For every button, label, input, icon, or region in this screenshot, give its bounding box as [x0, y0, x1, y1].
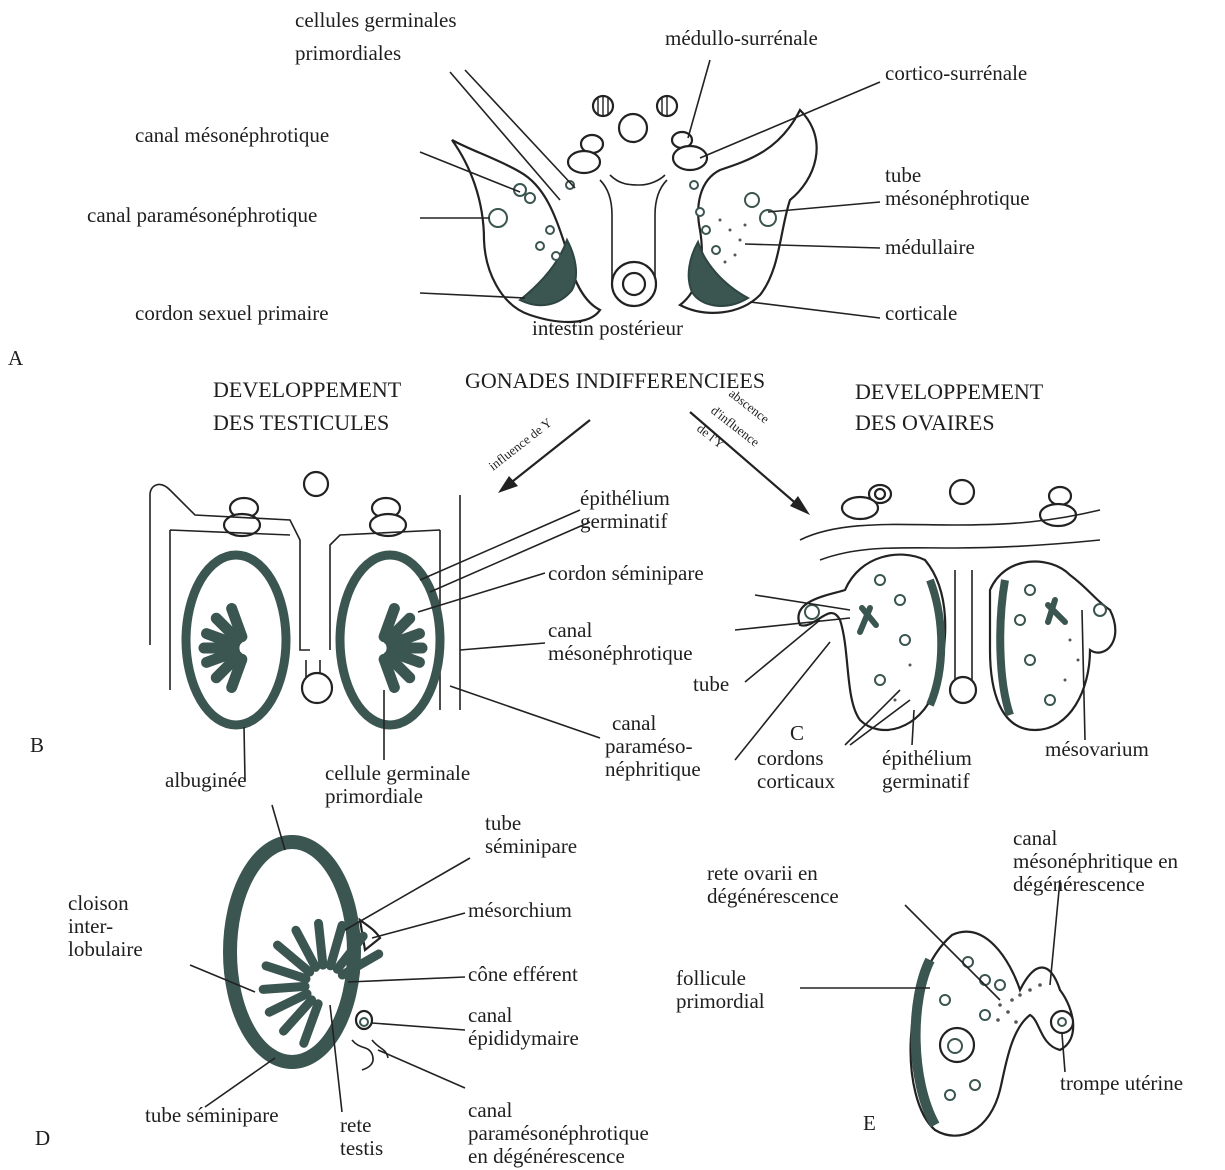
- label-cordons-1: cordons: [757, 746, 824, 770]
- label-canal-parameso-b-3: néphritique: [605, 757, 701, 781]
- hindgut-b: [302, 673, 332, 703]
- label-cloison-3: lobulaire: [68, 937, 143, 961]
- panel-c-drawing: [798, 480, 1115, 730]
- header-left-2: DES TESTICULES: [213, 410, 389, 435]
- label-cellules-germinales-2: primordiales: [295, 41, 401, 65]
- label-trompe-uterine: trompe utérine: [1060, 1071, 1183, 1095]
- panel-label-b: B: [30, 733, 44, 757]
- label-canal-epid-1: canal: [468, 1003, 512, 1027]
- label-tube-b: tube: [693, 672, 729, 696]
- paramesonephric-duct-c: [805, 605, 819, 619]
- hindgut-c: [950, 677, 976, 703]
- label-cellule-germinale-1: cellule germinale: [325, 761, 470, 785]
- paramesonephric-duct-left: [489, 209, 507, 227]
- label-canal-meso-b-1: canal: [548, 618, 592, 642]
- label-medullo-surrenale: médullo-surrénale: [665, 26, 818, 50]
- panel-label-a: A: [8, 346, 24, 370]
- header-center: GONADES INDIFFERENCIEES: [465, 368, 765, 393]
- label-cortico-surrenale: cortico-surrénale: [885, 61, 1027, 85]
- label-tube-2: mésonéphrotique: [885, 186, 1030, 210]
- label-tube-seminipare-d-1: tube: [485, 811, 521, 835]
- label-epithelium-b-1: épithélium: [580, 486, 670, 510]
- label-canal-para-d-2: paramésonéphrotique: [468, 1121, 649, 1145]
- label-albuginee: albuginée: [165, 768, 247, 792]
- label-cloison-2: inter-: [68, 914, 113, 938]
- label-cellules-germinales-1: cellules germinales: [295, 8, 457, 32]
- panel-b-drawing: [150, 472, 460, 725]
- label-cellule-germinale-2: primordiale: [325, 784, 423, 808]
- arrow-label-influence: influence de Y: [486, 414, 556, 473]
- ovary-left: [798, 555, 945, 730]
- label-canal-mesonephrotique-a: canal mésonéphrotique: [135, 123, 329, 147]
- cortico-cell-left: [568, 151, 600, 173]
- label-canal-para-d-3: en dégénérescence: [468, 1144, 625, 1168]
- label-canal-para-d-1: canal: [468, 1098, 512, 1122]
- label-rete-ovarii-2: dégénérescence: [707, 884, 839, 908]
- header-left-1: DEVELOPPEMENT: [213, 377, 402, 402]
- label-canal-meso-b-2: mésonéphrotique: [548, 641, 693, 665]
- label-tube-seminipare-bottom: tube séminipare: [145, 1103, 279, 1127]
- aorta-c: [950, 480, 974, 504]
- seminiferous-tubule: [319, 923, 323, 965]
- header-right-1: DEVELOPPEMENT: [855, 379, 1044, 404]
- header-right-2: DES OVAIRES: [855, 410, 995, 435]
- label-canal-parameso-b-2: paraméso-: [605, 734, 692, 758]
- ovary-e: [911, 932, 1074, 1136]
- panel-label-e: E: [863, 1111, 876, 1135]
- label-cordon-seminipare: cordon séminipare: [548, 561, 704, 585]
- label-canal-epid-2: épididymaire: [468, 1026, 579, 1050]
- aorta: [619, 114, 647, 142]
- label-mesovarium: mésovarium: [1045, 737, 1149, 761]
- panel-label-d: D: [35, 1126, 50, 1150]
- seminiferous-tubule: [263, 986, 305, 989]
- label-rete-2: testis: [340, 1136, 383, 1160]
- label-mesorchium: mésorchium: [468, 898, 572, 922]
- label-tube-1: tube: [885, 163, 921, 187]
- panel-label-c: C: [790, 721, 804, 745]
- label-cordons-2: corticaux: [757, 769, 836, 793]
- label-cone-efferent: cône efférent: [468, 962, 578, 986]
- label-follicule-1: follicule: [676, 966, 746, 990]
- label-rete-ovarii-1: rete ovarii en: [707, 861, 818, 885]
- label-cordon-sexuel: cordon sexuel primaire: [135, 301, 329, 325]
- aorta-b: [304, 472, 328, 496]
- label-epithelium-c-1: épithélium: [882, 746, 972, 770]
- panel-a-drawing: [452, 96, 817, 322]
- label-epithelium-b-2: germinatif: [580, 509, 667, 533]
- panel-e-drawing: [911, 932, 1074, 1136]
- label-cloison-1: cloison: [68, 891, 129, 915]
- label-canal-meso-e-3: dégénérescence: [1013, 872, 1145, 896]
- label-canal-paramesonephrotique-a: canal paramésonéphrotique: [87, 203, 317, 227]
- label-follicule-2: primordial: [676, 989, 765, 1013]
- label-canal-meso-e-1: canal: [1013, 826, 1057, 850]
- label-epithelium-c-2: germinatif: [882, 769, 969, 793]
- label-tube-seminipare-d-2: séminipare: [485, 834, 577, 858]
- label-intestin: intestin postérieur: [532, 316, 683, 340]
- label-rete-1: rete: [340, 1113, 371, 1137]
- label-medullaire: médullaire: [885, 235, 975, 259]
- label-corticale: corticale: [885, 301, 957, 325]
- label-canal-parameso-b-1: canal: [612, 711, 656, 735]
- label-canal-meso-e-2: mésonéphritique en: [1013, 849, 1179, 873]
